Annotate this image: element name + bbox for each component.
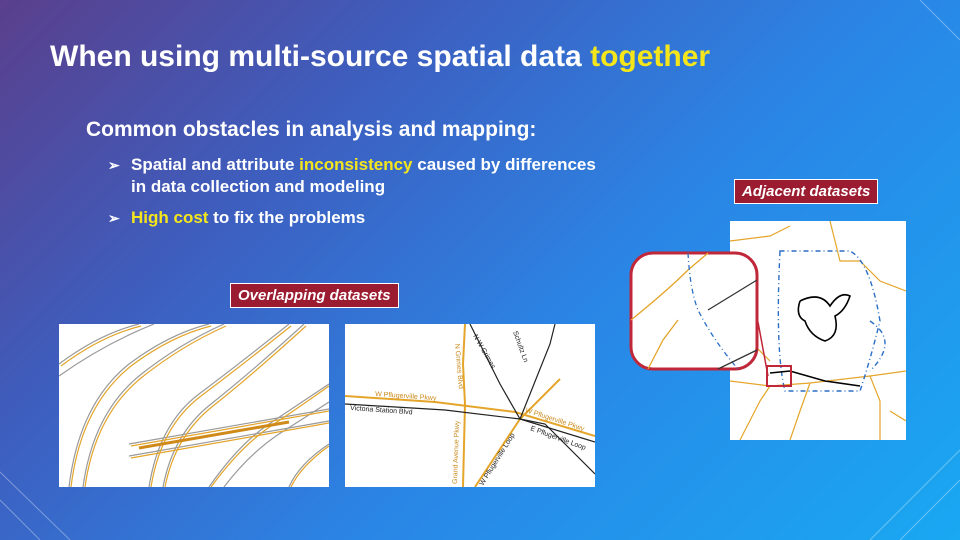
bullet-item: ➢ High cost to fix the problems xyxy=(108,207,608,229)
bullet-highlight: High cost xyxy=(131,208,209,227)
zoom-connector xyxy=(757,321,769,377)
adjacent-datasets-label: Adjacent datasets xyxy=(734,179,879,204)
title-highlight: together xyxy=(590,40,711,73)
title-main: When using multi-source spatial data xyxy=(50,40,591,73)
map-label: Victoria Station Blvd xyxy=(350,405,413,416)
bullet-text: to fix the problems xyxy=(208,208,366,227)
overlapping-datasets-label: Overlapping datasets xyxy=(230,283,399,308)
bullet-text: Spatial and attribute xyxy=(131,155,300,174)
map-label: W Pflugerville Pkwy xyxy=(375,391,437,402)
map-label: Grand Avenue Pkwy xyxy=(452,420,461,484)
street-network-map: N W Grimes Schultz Ln N Grimes Blvd W Pf… xyxy=(345,324,595,487)
subheading: Common obstacles in analysis and mapping… xyxy=(86,118,537,141)
map-label: N Grimes Blvd xyxy=(453,344,464,390)
bullet-item: ➢ Spatial and attribute inconsistency ca… xyxy=(108,154,608,198)
overlapping-roads-map xyxy=(59,324,329,487)
slide-title: When using multi-source spatial data tog… xyxy=(50,40,710,74)
zoom-inset xyxy=(629,251,759,371)
bullet-list: ➢ Spatial and attribute inconsistency ca… xyxy=(108,154,608,238)
bullet-highlight: inconsistency xyxy=(299,155,413,174)
arrow-bullet-icon: ➢ xyxy=(108,210,120,226)
bullet-text: caused by differences in data collection… xyxy=(131,155,596,196)
arrow-bullet-icon: ➢ xyxy=(108,157,120,173)
